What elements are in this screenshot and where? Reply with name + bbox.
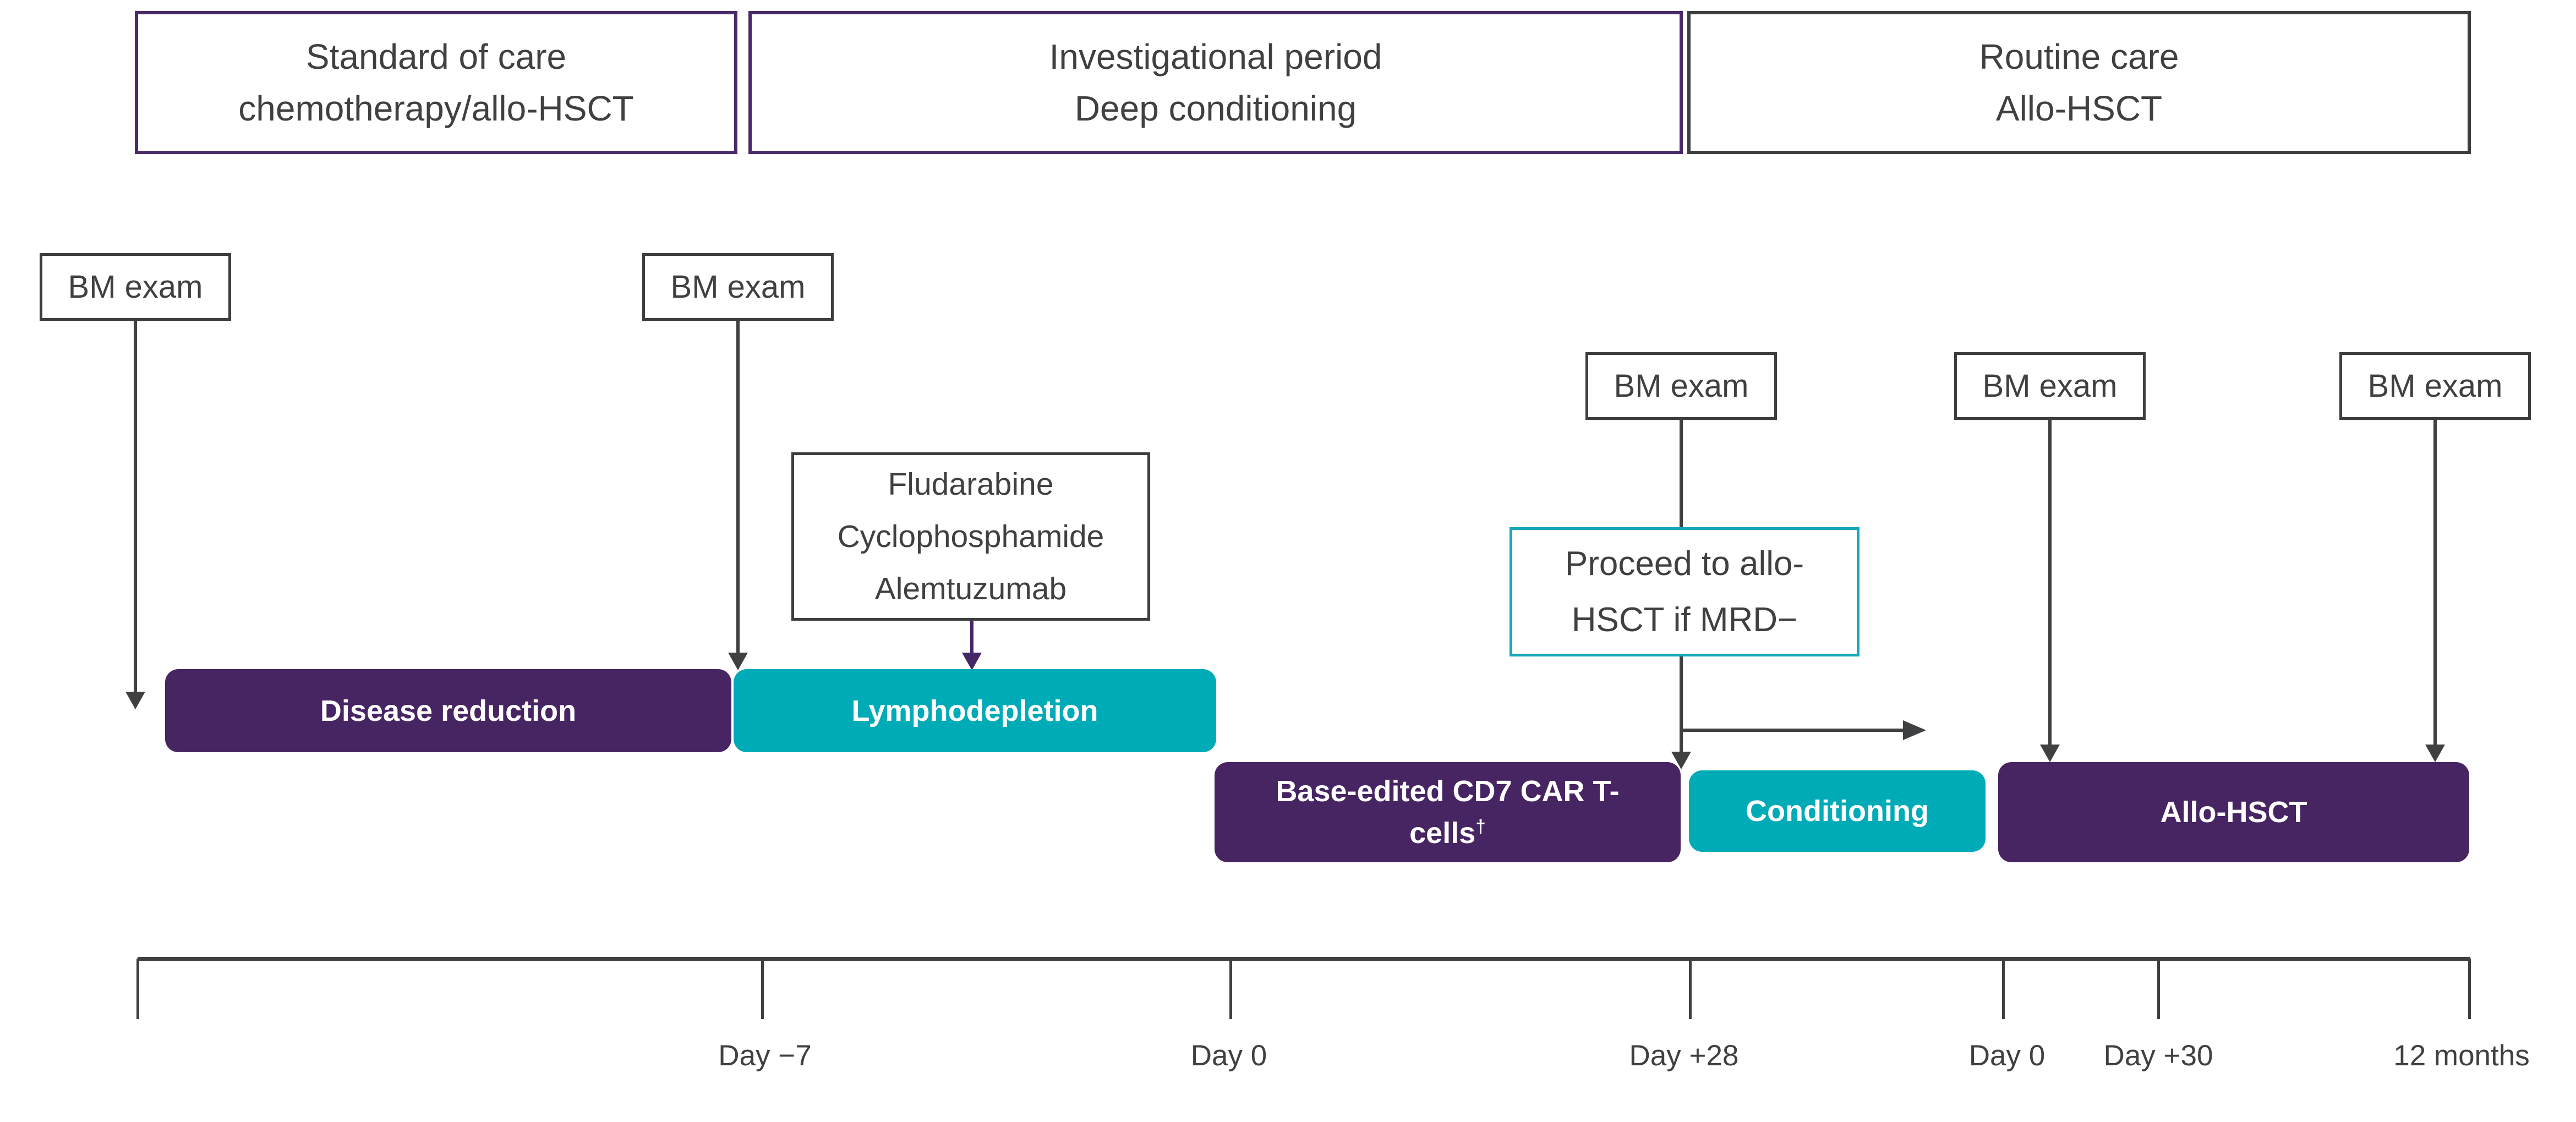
dagger-footnote-marker: † <box>1475 817 1486 837</box>
drugs-arrowhead-icon <box>962 653 982 670</box>
phase-header-line: Investigational period <box>1049 37 1382 76</box>
bm-exam-label: BM exam <box>2367 368 2503 404</box>
phase-header-line: Allo-HSCT <box>1995 89 2163 128</box>
bar-lymphodepletion: Lymphodepletion <box>734 669 1216 752</box>
bm-exam-label: BM exam <box>68 269 203 305</box>
proceed-note-line: Proceed to allo- <box>1565 544 1804 583</box>
bar-label: Base-edited CD7 CAR T- <box>1276 775 1620 808</box>
timeline-tick-12-months <box>2468 959 2471 1019</box>
timeline-tick-start <box>136 959 139 1019</box>
bm-exam-label: BM exam <box>670 269 806 305</box>
timeline-axis <box>138 957 2470 961</box>
timeline-label-day-plus28: Day +28 <box>1629 1039 1739 1072</box>
bm2-arrow-line <box>736 321 740 653</box>
bm-exam-box-2: BM exam <box>642 253 834 321</box>
proceed-note-box: Proceed to allo- HSCT if MRD− <box>1509 527 1859 656</box>
phase-header-standard-of-care: Standard of care chemotherapy/allo-HSCT <box>135 11 737 154</box>
bm-exam-box-3: BM exam <box>1585 352 1777 420</box>
bm3-arrow-line-upper <box>1680 420 1683 527</box>
timeline-label-day-0-hsct: Day 0 <box>1968 1039 2046 1072</box>
proceed-note-line: HSCT if MRD− <box>1571 600 1798 639</box>
timeline-label-12-months: 12 months <box>2393 1039 2530 1072</box>
drug-name: Fludarabine <box>888 466 1054 502</box>
bm2-arrowhead-icon <box>728 653 748 670</box>
bm-exam-box-5: BM exam <box>2339 352 2531 420</box>
proceed-branch-arrowhead-icon <box>1903 720 1926 740</box>
bm5-arrowhead-icon <box>2425 745 2445 762</box>
lymphodepletion-drugs-box: Fludarabine Cyclophosphamide Alemtuzumab <box>791 452 1150 621</box>
bar-label: Disease reduction <box>320 694 577 727</box>
timeline-tick-day-minus7 <box>761 959 764 1019</box>
timeline-tick-day-0-infusion <box>1229 959 1232 1019</box>
phase-header-line: chemotherapy/allo-HSCT <box>238 89 634 128</box>
bar-conditioning: Conditioning <box>1689 770 1986 852</box>
timeline-tick-day-plus28 <box>1689 959 1692 1019</box>
bm3-arrow-line-lower <box>1680 656 1683 753</box>
drugs-arrow-line <box>970 621 973 654</box>
bm4-arrowhead-icon <box>2040 745 2060 762</box>
bar-label: Allo-HSCT <box>2160 796 2307 829</box>
bm1-arrow-line <box>134 321 137 692</box>
phase-header-routine-care: Routine care Allo-HSCT <box>1687 11 2471 154</box>
phase-header-investigational-period: Investigational period Deep conditioning <box>748 11 1683 154</box>
bm-exam-label: BM exam <box>1614 368 1749 404</box>
timeline-label-day-0-infusion: Day 0 <box>1190 1039 1267 1072</box>
bar-label: cells† <box>1409 812 1486 854</box>
bm-exam-box-1: BM exam <box>40 253 231 321</box>
bar-disease-reduction: Disease reduction <box>165 669 731 752</box>
timeline-label-day-minus7: Day −7 <box>718 1039 812 1072</box>
phase-header-line: Deep conditioning <box>1074 89 1357 128</box>
drug-name: Cyclophosphamide <box>837 518 1104 554</box>
bar-label: Lymphodepletion <box>851 694 1098 727</box>
bar-base-edited-car-t: Base-edited CD7 CAR T- cells† <box>1215 762 1681 862</box>
proceed-branch-arrow-line <box>1681 729 1904 732</box>
bm4-arrow-line <box>2048 420 2052 745</box>
drug-name: Alemtuzumab <box>874 571 1067 606</box>
bm5-arrow-line <box>2433 420 2437 745</box>
phase-header-line: Routine care <box>1979 37 2179 76</box>
bar-label-text: cells <box>1409 817 1476 850</box>
bar-label: Conditioning <box>1746 795 1929 828</box>
bm-exam-label: BM exam <box>1982 368 2118 404</box>
timeline-label-day-plus30: Day +30 <box>2103 1039 2213 1072</box>
timeline-tick-day-plus30 <box>2157 959 2160 1019</box>
bm-exam-box-4: BM exam <box>1954 352 2146 420</box>
timeline-tick-day-0-hsct <box>2002 959 2005 1019</box>
bm1-arrowhead-icon <box>125 692 145 709</box>
bar-allo-hsct: Allo-HSCT <box>1998 762 2469 862</box>
phase-header-line: Standard of care <box>305 37 567 76</box>
